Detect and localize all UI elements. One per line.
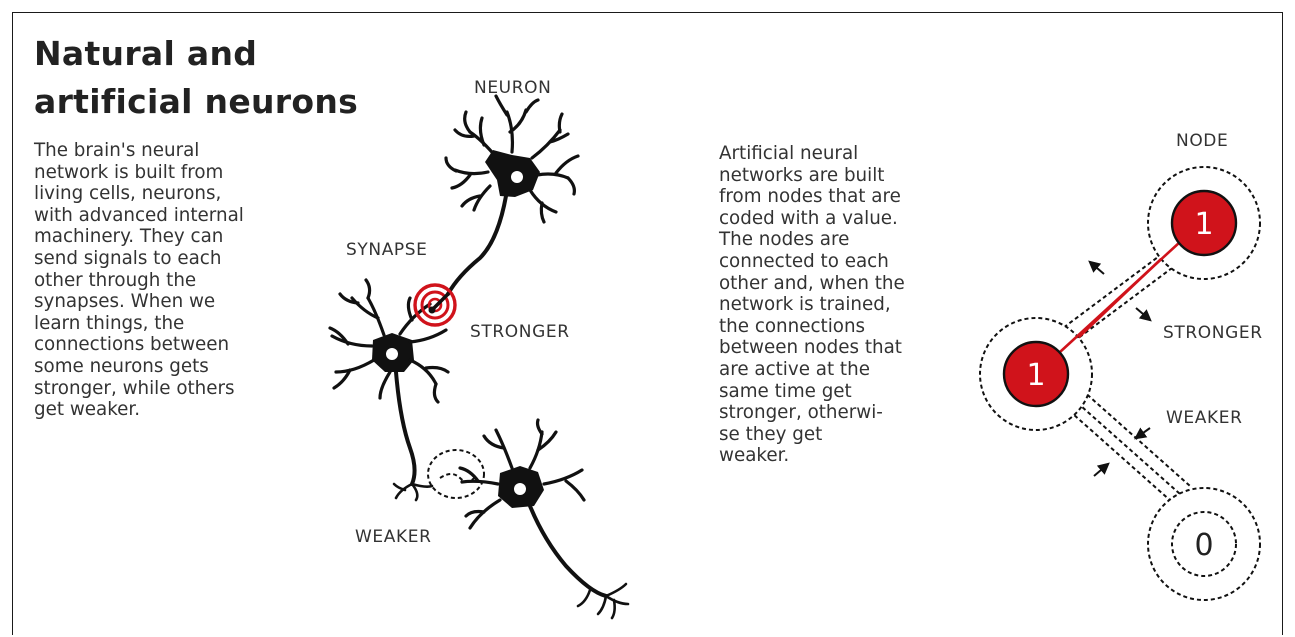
strong-connection-line-front: [1060, 242, 1180, 352]
top-node-value: 1: [1194, 207, 1213, 242]
weak-connection-line-c: [1064, 406, 1172, 502]
bottom-node-value: 0: [1194, 528, 1213, 563]
stronger-arrow-out-right: [1136, 308, 1150, 320]
synapse-terminal: [429, 307, 436, 314]
weaker-arrow-in-left: [1094, 464, 1108, 476]
stronger-arrow-out-left: [1090, 262, 1104, 274]
weak-synapse: [428, 450, 484, 498]
weaker-arrow-in-right: [1136, 428, 1150, 438]
middle-node-value: 1: [1026, 358, 1045, 393]
neuron-bottom-nucleus: [514, 483, 526, 495]
neuron-top: [446, 96, 578, 294]
neuron-bottom: [460, 420, 628, 618]
neuron-middle-nucleus: [386, 348, 398, 360]
weak-connection-line-a: [1072, 398, 1180, 494]
artificial-network: 1 1 0: [980, 167, 1260, 600]
neuron-top-nucleus: [511, 171, 523, 183]
